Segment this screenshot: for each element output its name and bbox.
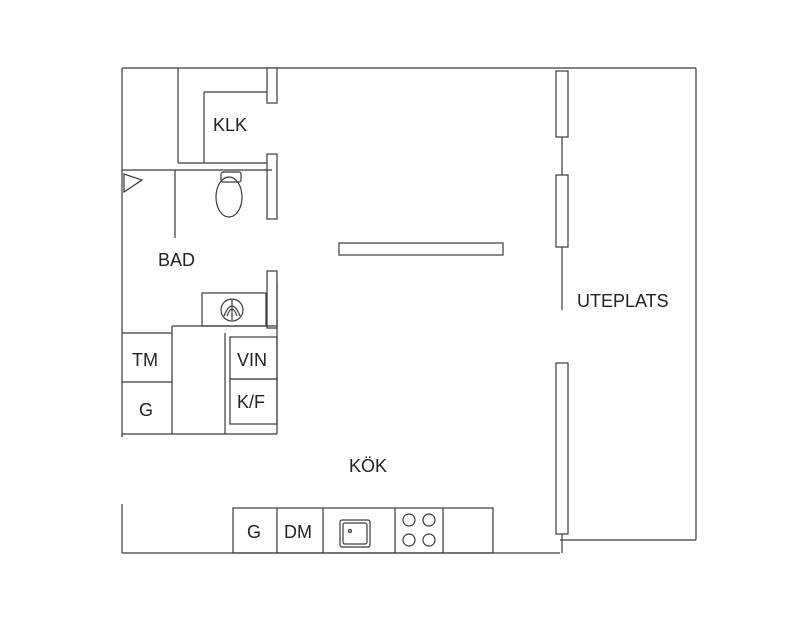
stove-icon (402, 513, 436, 547)
washbasin-icon (201, 292, 267, 327)
klk-wall-upper (266, 67, 278, 104)
partition-wall (338, 242, 504, 256)
appliance-label-g-bath: G (139, 400, 153, 420)
kf-cabinet (229, 378, 278, 425)
window-top (555, 70, 569, 138)
klk-closet (177, 67, 278, 220)
toilet-icon (215, 171, 243, 218)
appliance-label-g-kitchen: G (247, 522, 261, 542)
window-bottom (555, 362, 569, 535)
bathroom (122, 169, 278, 434)
kitchen-counter (232, 507, 494, 554)
appliance-label-kf: K/F (237, 392, 265, 412)
room-label-uteplats: UTEPLATS (577, 291, 669, 311)
room-label-kok: KÖK (349, 456, 387, 476)
room-label-bad: BAD (158, 250, 195, 270)
klk-wall-lower (266, 153, 278, 220)
glass-wall (555, 70, 569, 553)
kitchen-sink-icon (339, 519, 371, 548)
appliance-label-dm: DM (284, 522, 312, 542)
window-middle (555, 174, 569, 248)
appliance-label-tm: TM (132, 350, 158, 370)
room-label-klk: KLK (213, 115, 247, 135)
bath-wall-right (266, 270, 278, 329)
appliance-label-vin: VIN (237, 350, 267, 370)
door-swing-icon (123, 173, 144, 194)
storage-units (122, 325, 278, 435)
